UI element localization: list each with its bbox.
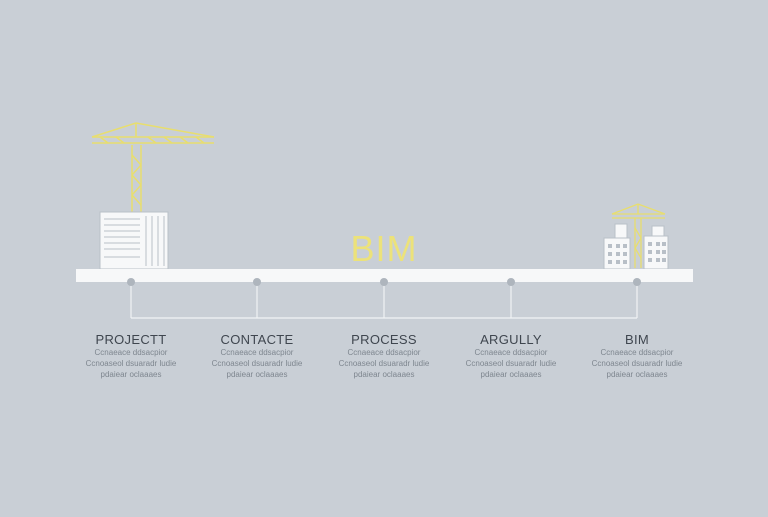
step-text: pdaiear oclaaaes: [606, 370, 668, 379]
timeline-node: [253, 278, 261, 286]
step-title: PROCESS: [351, 332, 417, 347]
right-buildings-icon: [603, 223, 669, 270]
right-crane-icon: [611, 203, 666, 268]
left-crane-icon: [91, 122, 215, 212]
step-text: pdaiear oclaaaes: [353, 370, 415, 379]
step-text: pdaiear oclaaaes: [100, 370, 162, 379]
step-text: Ccnaeace ddsacpior: [600, 348, 674, 357]
timeline-node: [380, 278, 388, 286]
step-text: pdaiear oclaaaes: [480, 370, 542, 379]
step-text: Ccnoaseol dsuaradr ludie: [211, 359, 303, 368]
step-argully: ARGULLY Ccnaeace ddsacpior Ccnoaseol dsu…: [446, 332, 576, 380]
step-text: Ccnoaseol dsuaradr ludie: [591, 359, 683, 368]
step-title: PROJECTT: [95, 332, 167, 347]
step-contacte: CONTACTE Ccnaeace ddsacpior Ccnoaseol ds…: [192, 332, 322, 380]
step-text: Ccnaeace ddsacpior: [220, 348, 294, 357]
step-title: CONTACTE: [220, 332, 294, 347]
step-process: PROCESS Ccnaeace ddsacpior Ccnoaseol dsu…: [319, 332, 449, 380]
step-text: Ccnaeace ddsacpior: [474, 348, 548, 357]
step-text: Ccnoaseol dsuaradr ludie: [85, 359, 177, 368]
step-text: Ccnaeace ddsacpior: [94, 348, 168, 357]
step-text: pdaiear oclaaaes: [226, 370, 288, 379]
connector-lines: [130, 282, 638, 319]
timeline-nodes: [127, 278, 641, 286]
step-title: BIM: [624, 332, 649, 347]
step-project: PROJECTT Ccnaeace ddsacpior Ccnoaseol ds…: [66, 332, 196, 380]
timeline-node: [507, 278, 515, 286]
left-building-icon: [99, 211, 169, 270]
step-text: Ccnoaseol dsuaradr ludie: [338, 359, 430, 368]
step-text: Ccnoaseol dsuaradr ludie: [465, 359, 557, 368]
step-text: Ccnaeace ddsacpior: [347, 348, 421, 357]
timeline-node: [633, 278, 641, 286]
step-title: ARGULLY: [480, 332, 542, 347]
timeline-bar: [76, 269, 693, 282]
step-bim: BIM Ccnaeace ddsacpior Ccnoaseol dsuarad…: [572, 332, 702, 380]
timeline-node: [127, 278, 135, 286]
center-label: BIM: [350, 228, 418, 269]
